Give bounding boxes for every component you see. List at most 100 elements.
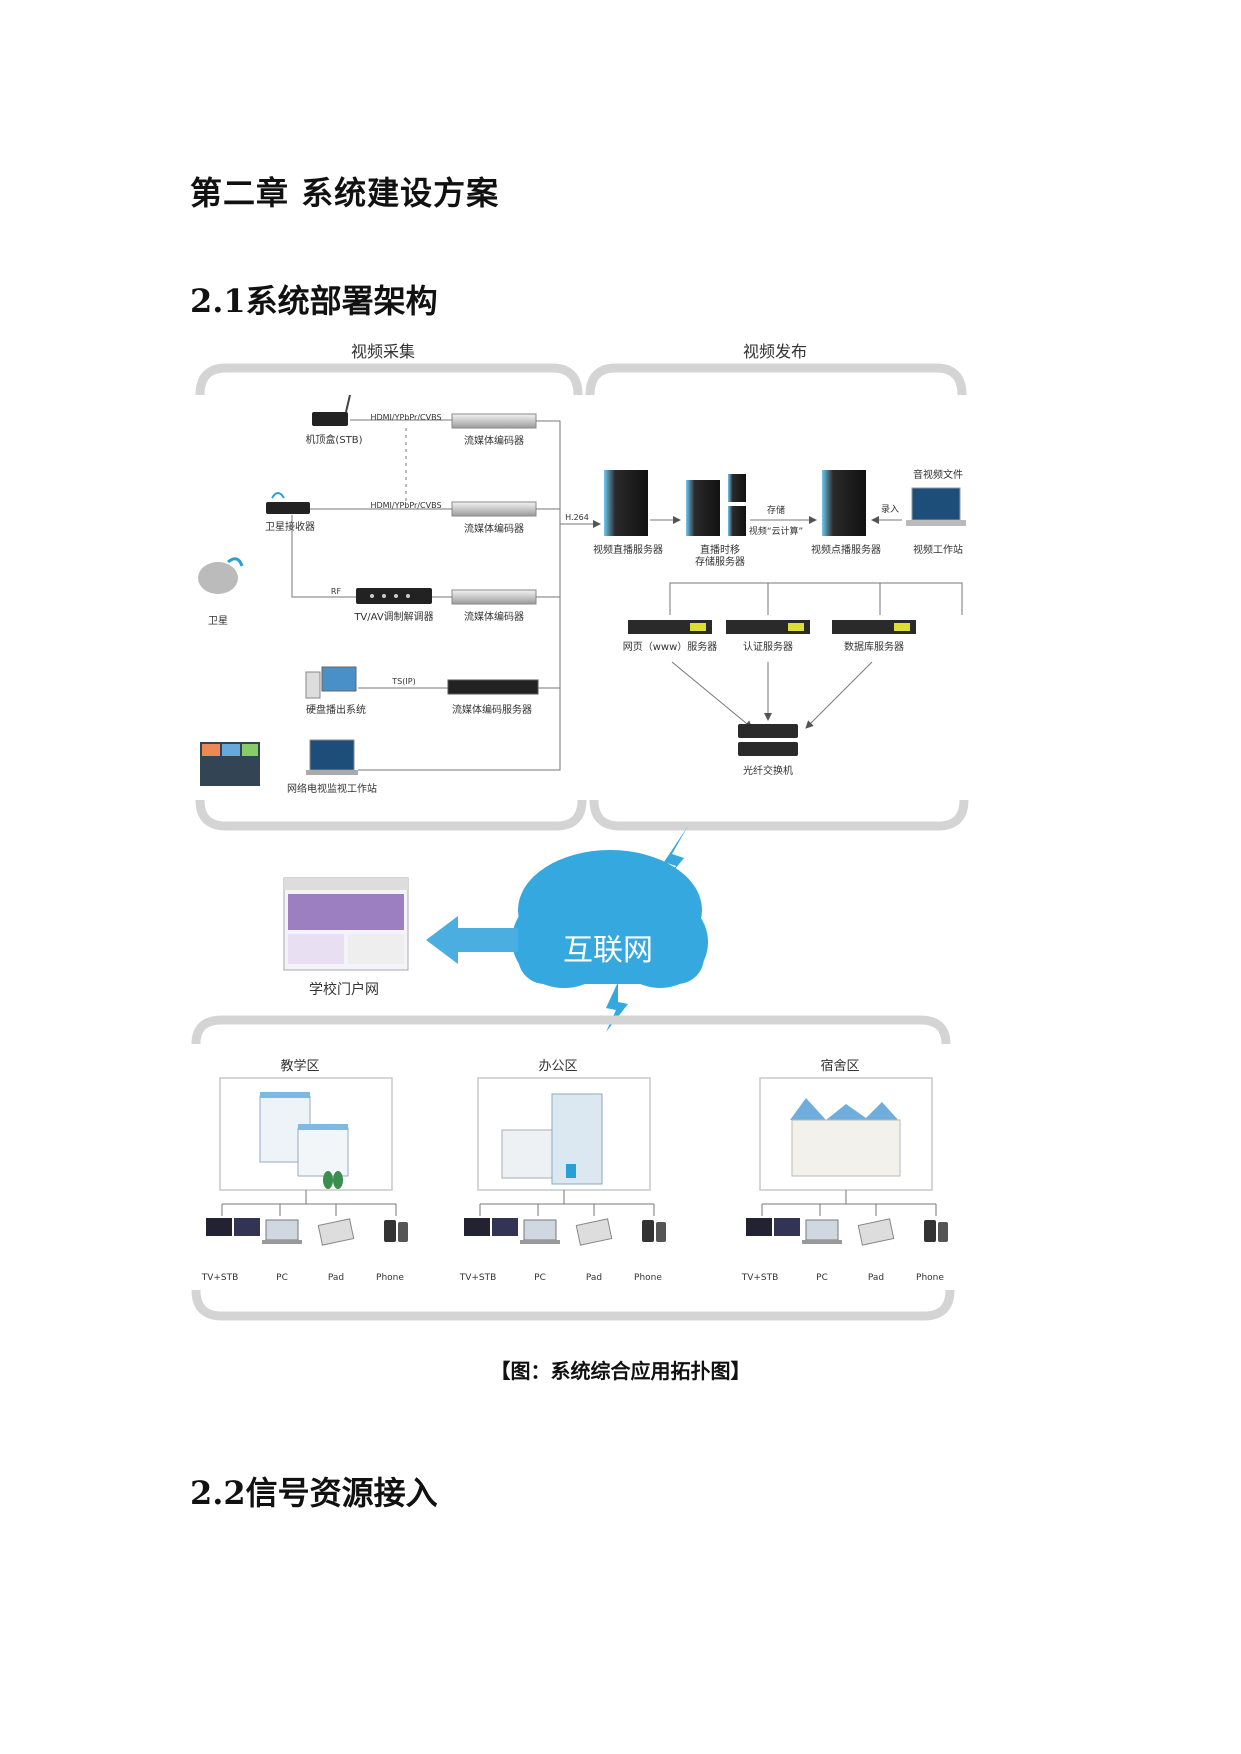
satellite-dish-icon bbox=[198, 557, 244, 594]
capture-links bbox=[291, 419, 601, 771]
lightning-lower-icon bbox=[606, 982, 628, 1032]
internet-label: 互联网 bbox=[563, 933, 653, 968]
portal-label: 学校门户网 bbox=[309, 981, 379, 998]
zone-1-device-tv-stb-icon bbox=[206, 1218, 260, 1236]
chapter-title: 第二章 系统建设方案 bbox=[190, 174, 500, 212]
zone-3-device-pad-icon bbox=[857, 1218, 895, 1246]
ts-label: TS(IP) bbox=[391, 677, 415, 686]
rf-label: RF bbox=[331, 587, 342, 596]
stb-label: 机顶盒(STB) bbox=[305, 433, 362, 446]
encoder-1-label: 流媒体编码器 bbox=[464, 434, 524, 447]
zone-1-title: 教学区 bbox=[280, 1058, 319, 1074]
zone-1-device-pc-icon bbox=[262, 1219, 302, 1244]
zone-2-device-label: Pad bbox=[586, 1273, 602, 1283]
figure-caption: 【图：系统综合应用拓扑图】 bbox=[490, 1359, 751, 1383]
zone-1-device-label: PC bbox=[276, 1273, 288, 1283]
encoder-2-icon bbox=[451, 501, 537, 517]
sat-receiver-label: 卫星接收器 bbox=[265, 520, 315, 533]
av-file-label: 音视频文件 bbox=[913, 468, 963, 481]
sat-receiver-icon bbox=[266, 492, 310, 514]
tv-av-label: TV/AV调制解调器 bbox=[353, 610, 433, 623]
publish-links bbox=[650, 516, 963, 729]
zone-3-device-label: TV+STB bbox=[741, 1273, 779, 1283]
vod-server-icon bbox=[822, 470, 866, 536]
encoder-3-icon bbox=[451, 589, 537, 605]
zone-3-device-phone-icon bbox=[924, 1220, 948, 1242]
publish-panel-title: 视频发布 bbox=[743, 342, 807, 361]
timeshift-label-1: 直播时移 bbox=[700, 543, 740, 556]
zone-1-device-label: TV+STB bbox=[201, 1273, 239, 1283]
zone-2-device-label: TV+STB bbox=[459, 1273, 497, 1283]
zone-3-device-label: PC bbox=[816, 1273, 828, 1283]
timeshift-server-icon bbox=[686, 474, 746, 536]
lightning-upper-icon bbox=[656, 826, 688, 892]
monitor-laptop-icon bbox=[306, 739, 358, 775]
zone-2-building-icon bbox=[501, 1093, 603, 1185]
hdmi-label-1: HDMI/YPbPr/CVBS bbox=[370, 413, 441, 422]
db-server-label: 数据库服务器 bbox=[844, 640, 904, 653]
zone-2-device-pad-icon bbox=[575, 1218, 613, 1246]
stb-icon bbox=[312, 394, 351, 426]
record-label: 录入 bbox=[881, 504, 899, 515]
publish-panel bbox=[585, 363, 969, 831]
monitor-label: 网络电视监视工作站 bbox=[287, 782, 377, 795]
capture-panel-title: 视频采集 bbox=[351, 342, 415, 361]
fiber-switch-label: 光纤交换机 bbox=[743, 764, 793, 777]
zone-1-device-label: Phone bbox=[376, 1273, 404, 1283]
satellite-label: 卫星 bbox=[208, 615, 228, 627]
live-server-icon bbox=[604, 470, 648, 536]
zones-panel bbox=[191, 1015, 955, 1321]
encoder-server-label: 流媒体编码服务器 bbox=[452, 703, 532, 716]
tv-wall-icon bbox=[200, 742, 260, 786]
tv-av-modem-icon bbox=[356, 588, 432, 604]
zone-3-device-label: Pad bbox=[868, 1273, 884, 1283]
portal-arrow-icon bbox=[426, 916, 518, 964]
zone-1-device-label: Pad bbox=[328, 1273, 344, 1283]
zone-1: 教学区 TV+STB PC Pad Phone bbox=[201, 1058, 408, 1283]
section-2-2-title: 2.2信号资源接入 bbox=[190, 1474, 438, 1512]
h264-label: H.264 bbox=[565, 513, 589, 522]
fiber-switch-icon bbox=[738, 724, 798, 756]
disk-label: 硬盘播出系统 bbox=[306, 703, 366, 716]
zone-2-device-label: Phone bbox=[634, 1273, 662, 1283]
zone-1-device-phone-icon bbox=[384, 1220, 408, 1242]
encoder-2-label: 流媒体编码器 bbox=[464, 522, 524, 535]
section-2-1-title: 2.1系统部署架构 bbox=[190, 282, 438, 320]
zone-1-building-icon bbox=[259, 1092, 349, 1189]
portal-screenshot-icon bbox=[283, 877, 409, 971]
timeshift-label-2: 存储服务器 bbox=[695, 555, 745, 568]
zone-2-device-tv-stb-icon bbox=[464, 1218, 518, 1236]
disk-playout-icon bbox=[305, 666, 357, 699]
db-server-icon bbox=[832, 620, 916, 634]
auth-server-label: 认证服务器 bbox=[743, 640, 793, 653]
zone-1-links bbox=[221, 1190, 397, 1216]
zone-3-device-pc-icon bbox=[802, 1219, 842, 1244]
zone-2-device-phone-icon bbox=[642, 1220, 666, 1242]
zone-3-building-icon bbox=[790, 1098, 901, 1177]
workstation-laptop-icon bbox=[906, 487, 966, 526]
cloud-compute-label: 视频“云计算” bbox=[749, 525, 803, 537]
live-server-label: 视频直播服务器 bbox=[593, 543, 663, 556]
capture-panel bbox=[195, 363, 587, 831]
zone-3-device-tv-stb-icon bbox=[746, 1218, 800, 1236]
encoder-1-icon bbox=[451, 413, 537, 429]
zone-2-device-pc-icon bbox=[520, 1219, 560, 1244]
zone-3-links bbox=[761, 1190, 937, 1216]
zone-3-title: 宿舍区 bbox=[820, 1058, 859, 1074]
zone-2-title: 办公区 bbox=[538, 1059, 577, 1074]
internet-cloud-icon bbox=[512, 850, 708, 988]
encoder-server-icon bbox=[447, 679, 539, 695]
web-server-label: 网页（www）服务器 bbox=[623, 640, 718, 653]
hdmi-label-2: HDMI/YPbPr/CVBS bbox=[370, 501, 441, 510]
web-server-icon bbox=[628, 620, 712, 634]
auth-server-icon bbox=[726, 620, 810, 634]
zone-2-links bbox=[479, 1190, 655, 1216]
zone-2-device-label: PC bbox=[534, 1273, 546, 1283]
store-label: 存储 bbox=[767, 504, 785, 516]
zone-3-device-label: Phone bbox=[916, 1273, 944, 1283]
vod-server-label: 视频点播服务器 bbox=[811, 543, 881, 556]
encoder-3-label: 流媒体编码器 bbox=[464, 610, 524, 623]
zone-2: 办公区 TV+STB PC Pad Phone bbox=[459, 1059, 666, 1283]
zone-3: 宿舍区 TV+STB PC Pad Phone bbox=[741, 1058, 948, 1283]
